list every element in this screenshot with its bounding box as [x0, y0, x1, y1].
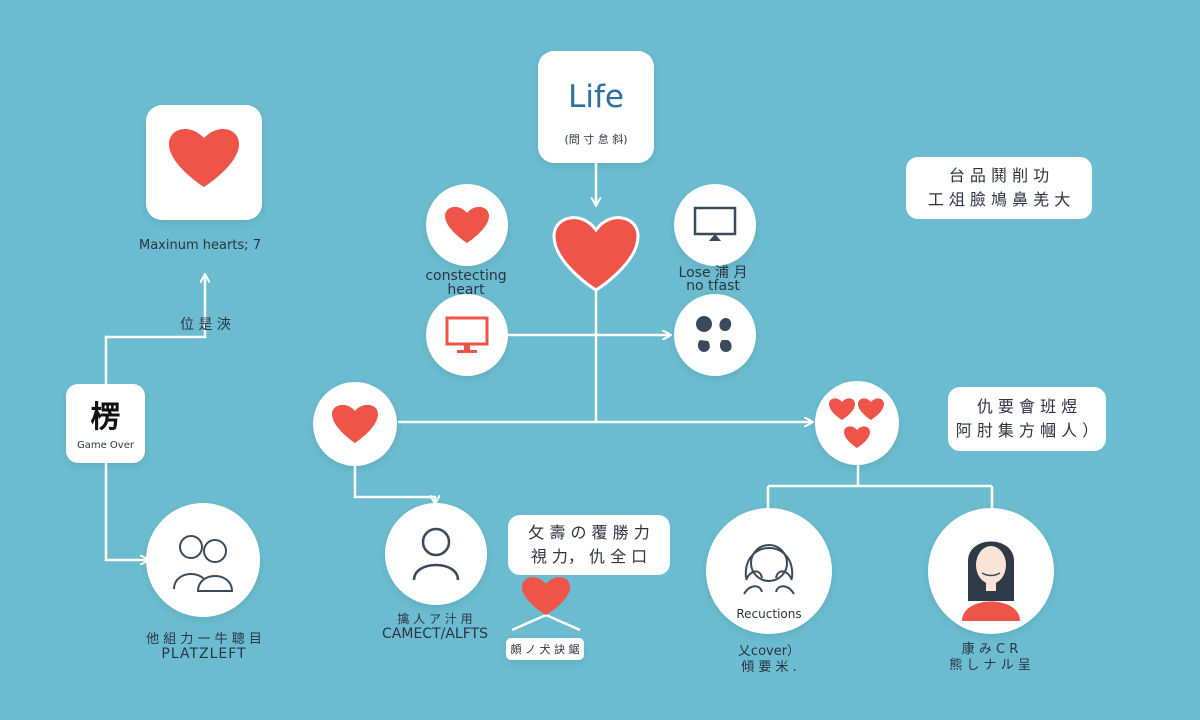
small-tag: 頗 ノ 犬 訣 鋸 — [506, 638, 584, 660]
recuctions-inside: Recuctions — [736, 607, 802, 621]
recuctions-circle — [706, 508, 832, 634]
connector-to-players — [104, 462, 148, 560]
hearts-circle — [815, 381, 899, 465]
middle-note-line2: 視 力， 仇 全 口 — [530, 547, 648, 566]
woman-avatar-icon — [962, 541, 1020, 621]
recuctions-line2: 傾 要 米 . — [741, 660, 797, 675]
connector-to-tag-left — [511, 613, 547, 632]
gamecraft-line1: 擒 人 ア 汁 用 — [397, 612, 473, 626]
person-circle — [385, 503, 487, 605]
middle-note: 攵 壽 の 覆 勝 力 視 力， 仇 全 口 — [508, 515, 670, 575]
arrow-label: 位 是 浹 — [180, 317, 231, 333]
girl-circle — [928, 508, 1054, 634]
crying-face-icon — [743, 544, 795, 595]
collecting-line1: constecting — [425, 268, 507, 284]
three-hearts-icon — [829, 398, 884, 448]
lose-monitor-circle — [674, 184, 756, 266]
left-heart-circle — [313, 382, 397, 466]
life-title: Life — [568, 79, 624, 115]
right-note: 仇 要 會 班 煜 阿 肘 集 方 幗 人 ） — [948, 387, 1106, 451]
monitor-icon — [445, 316, 489, 353]
life-subtitle: (問 寸 怠 斜) — [564, 133, 628, 146]
central-heart-icon — [552, 216, 640, 292]
monitor-circle — [426, 294, 508, 376]
monitor-icon — [693, 206, 737, 241]
game-over-box: 楞 Game Over — [66, 384, 145, 463]
top-right-note-line2: 工 俎 臉 鳩 鼻 羌 大 — [927, 190, 1071, 209]
max-hearts-caption: Maxinum hearts; 7 — [139, 238, 261, 253]
recuctions-line1: 乂cover） — [737, 644, 801, 659]
connector-hearts-split — [766, 464, 994, 512]
two-people-icon — [173, 535, 234, 592]
life-box: Life (問 寸 怠 斜) — [538, 51, 654, 163]
game-over-label: Game Over — [76, 440, 134, 451]
girl-line1: 康 み C R — [961, 642, 1019, 657]
top-right-note: 台 品 鬨 削 功 工 俎 臉 鳩 鼻 羌 大 — [906, 157, 1092, 219]
heart-icon — [332, 404, 378, 443]
cluster-circle — [674, 294, 756, 376]
lose-line2: no tfast — [686, 278, 740, 294]
gamecraft-line2: CAMECT/ALFTS — [382, 626, 488, 642]
players-line1: 他 組 力 一 牛 聰 目 — [146, 632, 262, 647]
small-heart-icon — [522, 577, 570, 615]
lose-line1: Lose 浦 月 — [678, 265, 748, 281]
connector-to-maxhearts — [104, 275, 205, 385]
game-over-glyphs: 楞 — [90, 400, 121, 435]
person-icon — [412, 527, 460, 581]
right-note-line2: 阿 肘 集 方 幗 人 ） — [955, 421, 1099, 440]
connector-to-person — [353, 462, 435, 503]
heart-icon — [445, 206, 489, 243]
players-circle — [146, 503, 260, 617]
small-tag-label: 頗 ノ 犬 訣 鋸 — [510, 643, 580, 656]
top-right-note-line1: 台 品 鬨 削 功 — [948, 166, 1050, 185]
girl-line2: 熊 し ナ ル 呈 — [949, 658, 1031, 673]
heart-box — [146, 105, 262, 220]
cluster-icon — [696, 316, 732, 352]
connector-to-tag-right — [545, 613, 581, 632]
collect-heart-circle — [426, 184, 508, 266]
heart-icon — [169, 129, 239, 187]
right-note-line1: 仇 要 會 班 煜 — [976, 397, 1078, 416]
middle-note-line1: 攵 壽 の 覆 勝 力 — [528, 523, 650, 542]
players-line2: PLATZLEFT — [161, 646, 247, 662]
